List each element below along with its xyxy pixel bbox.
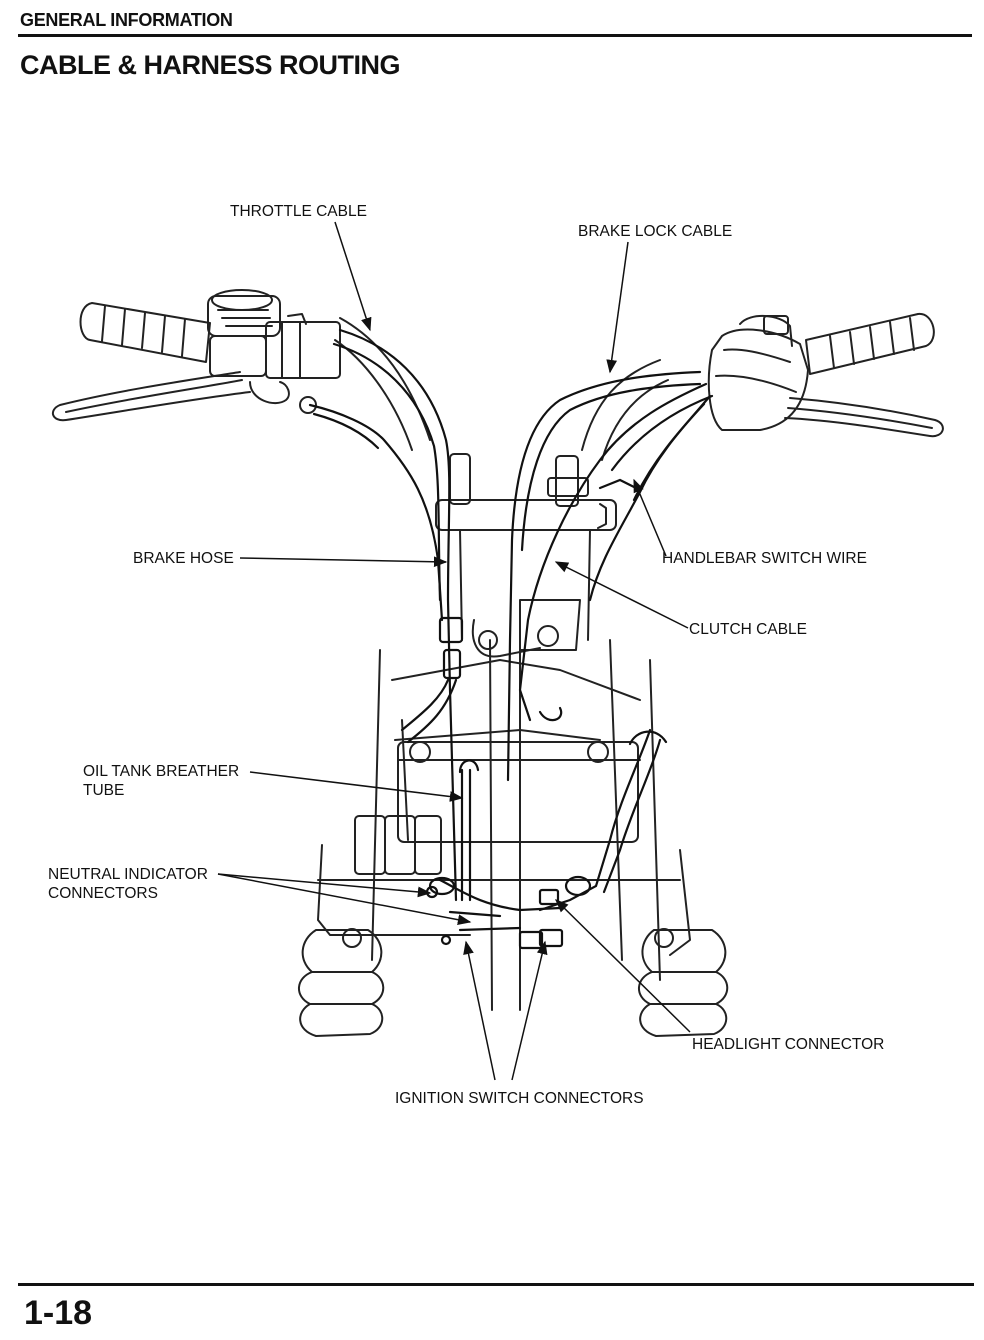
right-fork-boot (638, 928, 729, 1037)
top-rule (18, 34, 972, 37)
battery-box (397, 741, 639, 843)
left-brake-lever (51, 371, 251, 422)
page-number: 1-18 (24, 1294, 93, 1332)
label-handlebar-switch-wire: HANDLEBAR SWITCH WIRE (662, 550, 867, 567)
handlebar-tube-right (581, 359, 669, 461)
label-clutch-cable: CLUTCH CABLE (689, 621, 807, 638)
left-fork-boot (298, 928, 385, 1037)
right-handlebar-grip (805, 312, 935, 375)
relay-unit (354, 815, 442, 875)
ignition-switch-leader-1 (463, 940, 496, 1081)
brake-lock-cable-leader (606, 241, 629, 374)
brake-hose-leader (239, 556, 448, 568)
right-clutch-lever (784, 397, 944, 438)
left-handlebar-grip (79, 302, 211, 363)
label-brake-hose: BRAKE HOSE (133, 550, 234, 567)
label-neutral-indicator-connectors: NEUTRAL INDICATOR CONNECTORS (48, 866, 208, 902)
bottom-rule (18, 1283, 974, 1286)
label-headlight-connector: HEADLIGHT CONNECTOR (692, 1036, 885, 1053)
neutral-indicator-leader-2 (217, 873, 472, 926)
brake-lock-cable-routing (506, 370, 702, 782)
clutch-cable-leader (554, 561, 689, 629)
front-brake-master-cylinder (207, 289, 341, 414)
label-brake-lock-cable: BRAKE LOCK CABLE (578, 223, 733, 240)
throttle-cable-routing (332, 328, 458, 902)
label-throttle-cable: THROTTLE CABLE (230, 203, 367, 220)
brake-hose-routing (308, 403, 464, 744)
clutch-cable-routing (518, 382, 714, 722)
ignition-switch-leader-2 (511, 940, 548, 1081)
headlight-connector-leader (555, 899, 691, 1033)
neutral-indicator-leader-1 (217, 873, 432, 898)
label-ignition-switch-connectors: IGNITION SWITCH CONNECTORS (395, 1090, 644, 1107)
handlebar-tube-left (334, 317, 431, 451)
label-oil-tank-breather-tube: OIL TANK BREATHER TUBE (83, 763, 240, 799)
oil-tank-breather-tube-leader (249, 771, 464, 802)
connector-bundle (425, 876, 564, 950)
page-title: CABLE & HARNESS ROUTING (20, 50, 401, 80)
handlebar-switch-wire-leader (633, 478, 667, 557)
right-switch-housing (707, 315, 809, 431)
frame (317, 639, 691, 1011)
handlebar-clamp (435, 453, 617, 531)
handlebar-switch-wire-routing (538, 394, 712, 912)
throttle-cable-leader (334, 221, 372, 332)
section-header: GENERAL INFORMATION (20, 10, 233, 30)
